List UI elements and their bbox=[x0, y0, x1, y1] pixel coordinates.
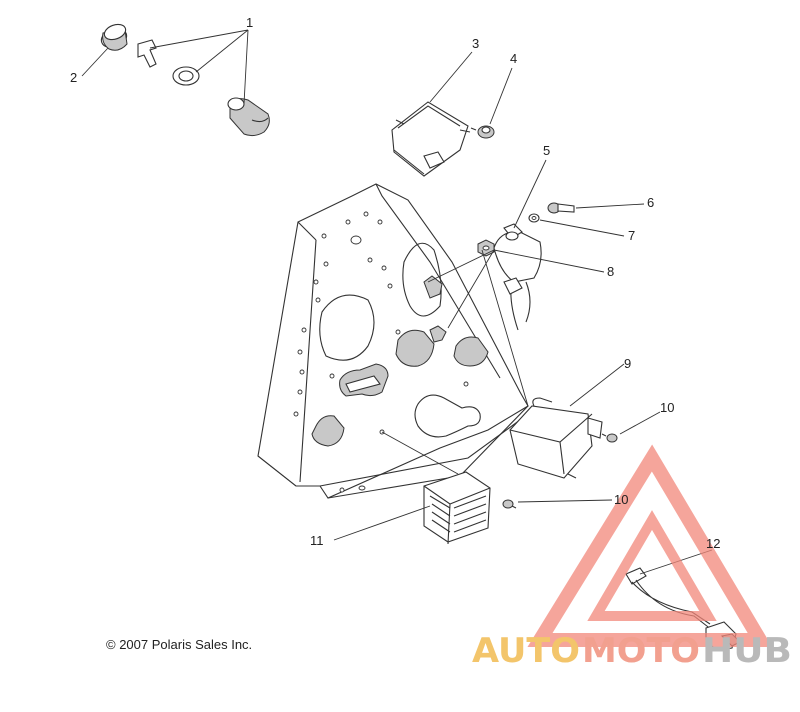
callout-3: 3 bbox=[472, 36, 479, 51]
callout-10-upper: 10 bbox=[660, 400, 674, 415]
part-7-washer bbox=[528, 213, 540, 223]
callout-4: 4 bbox=[510, 51, 517, 66]
callout-5: 5 bbox=[543, 143, 550, 158]
watermark-hub: HUB bbox=[702, 631, 792, 671]
watermark-logo bbox=[527, 444, 773, 647]
part-11-rectifier bbox=[423, 471, 491, 545]
callout-7: 7 bbox=[628, 228, 635, 243]
callout-labels: 1 2 3 4 5 6 7 8 9 10 10 11 12 bbox=[70, 15, 720, 551]
callout-2: 2 bbox=[70, 70, 77, 85]
part-3-module bbox=[391, 101, 471, 177]
part-10-screw-lower bbox=[502, 499, 517, 509]
part-6-bolt bbox=[547, 202, 575, 214]
callout-10-lower: 10 bbox=[614, 492, 628, 507]
copyright-notice: © 2007 Polaris Sales Inc. bbox=[106, 637, 253, 652]
part-2-cap bbox=[100, 23, 128, 51]
callout-11: 11 bbox=[310, 533, 324, 548]
part-10-screw-upper bbox=[601, 433, 618, 443]
part-5-coil bbox=[493, 223, 542, 331]
watermark-moto: MOTO bbox=[582, 631, 700, 671]
part-4-screw bbox=[470, 125, 495, 139]
part-9-cdi-box bbox=[509, 397, 603, 479]
callout-6: 6 bbox=[647, 195, 654, 210]
part-1-switch-assembly bbox=[137, 39, 270, 137]
callout-9: 9 bbox=[624, 356, 631, 371]
watermark-text: AUTO MOTO HUB bbox=[472, 631, 792, 671]
leader-lines bbox=[81, 29, 713, 575]
callout-8: 8 bbox=[607, 264, 614, 279]
callout-1: 1 bbox=[246, 15, 253, 30]
watermark-auto: AUTO bbox=[472, 631, 580, 671]
callout-12: 12 bbox=[706, 536, 720, 551]
mounting-plate bbox=[257, 183, 529, 499]
